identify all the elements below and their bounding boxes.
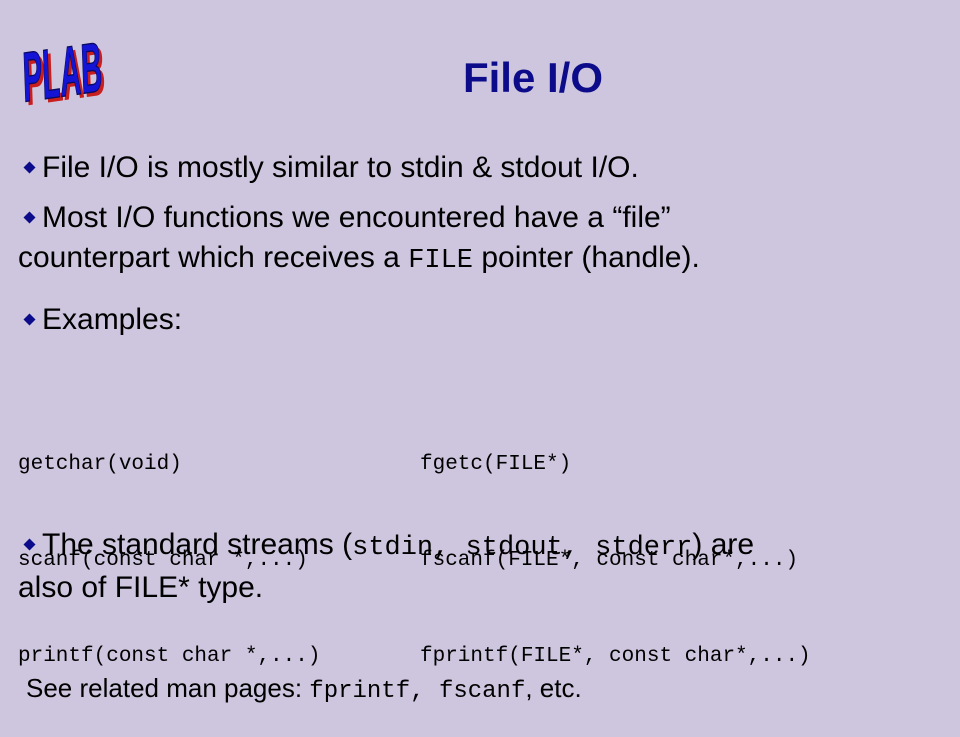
diamond-bullet-icon (23, 161, 36, 174)
bullet-2-line-1: Most I/O functions we encountered have a… (42, 201, 671, 234)
plab-logo: PLAB PLAB (18, 30, 108, 114)
footer-after: , etc. (525, 673, 582, 703)
diamond-bullet-icon (23, 211, 36, 224)
file-type-code: FILE (408, 246, 474, 276)
fscanf-code: fscanf (438, 678, 526, 705)
bullet-2: Most I/O functions we encountered have a… (18, 198, 700, 281)
bullet-4-before: The standard streams ( (42, 528, 353, 561)
separator: , (562, 533, 596, 563)
examples-code-block: getchar(void) fgetc(FILE*) scanf(const ch… (18, 385, 811, 737)
example-file-function: fgetc(FILE*) (420, 453, 572, 476)
bullet-3-text: Examples: (42, 303, 183, 336)
example-std-function: scanf(const char *,...) (18, 549, 308, 572)
example-row: scanf(const char *,...) fscanf(FILE*, con… (18, 545, 811, 577)
man-pages-note: See related man pages: fprintf, fscanf, … (26, 670, 582, 710)
diamond-bullet-icon (23, 313, 36, 326)
bullet-4-line-2: also of FILE* type. (18, 571, 264, 604)
footer-before: See related man pages: (26, 673, 310, 703)
diamond-bullet-icon (23, 538, 36, 551)
example-std-function: printf(const char *,...) (18, 645, 321, 668)
separator: , (410, 678, 439, 705)
example-row: printf(const char *,...) fprintf(FILE*, c… (18, 641, 811, 673)
slide: PLAB PLAB File I/O File I/O is mostly si… (18, 30, 811, 710)
bullet-3: Examples: (18, 300, 182, 340)
separator: , (433, 533, 466, 563)
example-row: getchar(void) fgetc(FILE*) (18, 449, 811, 481)
bullet-1: File I/O is mostly similar to stdin & st… (18, 148, 639, 188)
bullet-1-text: File I/O is mostly similar to stdin & st… (42, 151, 639, 184)
example-file-function: fprintf(FILE*, const char*,...) (420, 645, 811, 668)
fprintf-code: fprintf (309, 678, 411, 705)
bullet-2-line-2-before: counterpart which receives a (18, 241, 409, 274)
bullet-4: The standard streams (stdin, stdout, std… (18, 525, 754, 608)
plab-logo-graphic: PLAB PLAB (21, 30, 107, 114)
bullet-2-line-2-after: pointer (handle). (473, 241, 700, 274)
bullet-4-after: ) are (692, 528, 755, 561)
plab-logo-shadow: PLAB (25, 32, 107, 114)
stdout-code: stdout (465, 533, 563, 563)
example-file-function: fscanf(FILE*, const char*,...) (420, 549, 799, 572)
plab-logo-text: PLAB (21, 30, 103, 114)
slide-title: File I/O (462, 54, 604, 101)
stdin-code: stdin (352, 533, 434, 563)
stderr-code: stderr (595, 533, 693, 563)
example-std-function: getchar(void) (18, 453, 182, 476)
